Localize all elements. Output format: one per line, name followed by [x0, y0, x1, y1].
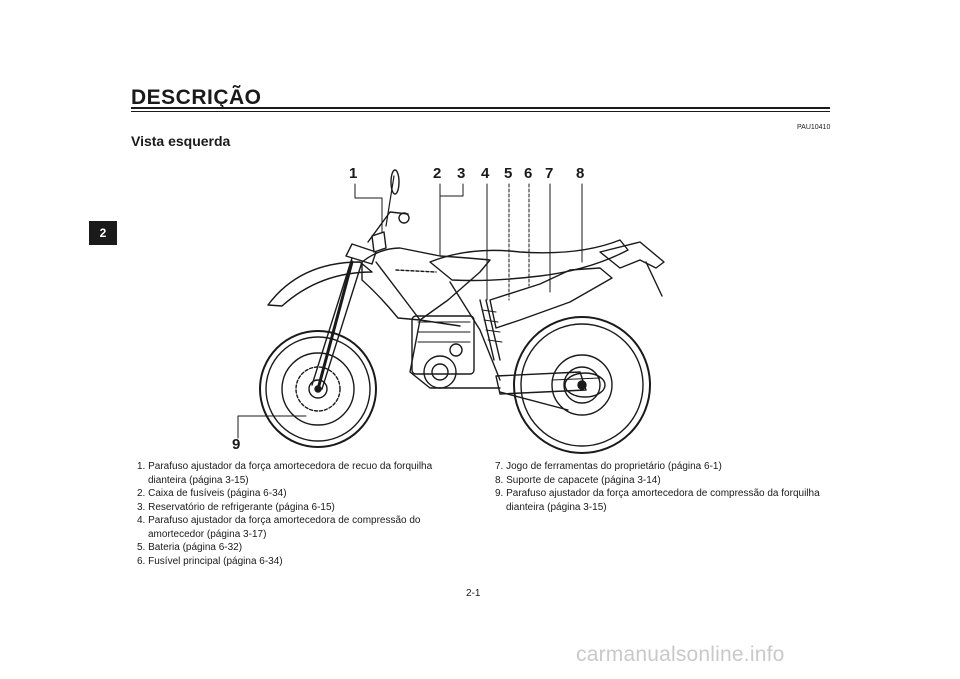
callout-leaders — [237, 183, 583, 439]
rear-shock — [479, 299, 503, 361]
callout-9: 9 — [232, 436, 241, 453]
fuel-tank-shroud — [361, 247, 491, 321]
callout-6: 6 — [524, 165, 533, 182]
chapter-tab: 2 — [89, 221, 117, 245]
section-subtitle: Vista esquerda — [131, 133, 231, 149]
swingarm — [495, 371, 587, 395]
motorcycle-diagram — [237, 169, 665, 454]
handlebar — [367, 169, 410, 253]
rear-fender — [599, 241, 665, 269]
callout-8: 8 — [576, 165, 585, 182]
rear-hub — [551, 372, 606, 398]
chain — [499, 391, 569, 411]
parts-list-item: 4. Parafuso ajustador da força amorteced… — [137, 515, 421, 540]
tail-bracket — [645, 261, 663, 297]
reference-code: PAU10410 — [797, 124, 831, 131]
seat — [429, 239, 629, 282]
parts-list-item: 1. Parafuso ajustador da força amorteced… — [137, 461, 433, 486]
parts-list-item: 6. Fusível principal (página 6-34) — [137, 555, 283, 567]
callout-5: 5 — [504, 165, 513, 182]
callout-3: 3 — [457, 165, 466, 182]
title-rule — [131, 107, 830, 109]
front-fender — [267, 261, 373, 307]
parts-list-item: 8. Suporte de capacete (página 3-14) — [495, 474, 661, 486]
parts-list-item: 7. Jogo de ferramentas do proprietário (… — [495, 461, 722, 472]
rear-wheel — [513, 316, 651, 454]
parts-list-left: 1. Parafuso ajustador da força amorteced… — [137, 460, 467, 568]
parts-list-right: 7. Jogo de ferramentas do proprietário (… — [495, 460, 825, 514]
engine — [411, 315, 475, 389]
callout-2: 2 — [433, 165, 442, 182]
callout-1: 1 — [349, 165, 358, 182]
parts-list-item: 3. Reservatório de refrigerante (página … — [137, 501, 335, 513]
title-rule-thin — [131, 111, 830, 112]
page-number: 2-1 — [466, 588, 481, 599]
parts-list-item: 2. Caixa de fusíveis (página 6-34) — [137, 488, 287, 499]
callout-7: 7 — [545, 165, 554, 182]
watermark: carmanualsonline.info — [576, 643, 785, 666]
frame — [375, 261, 501, 389]
parts-list-item: 9. Parafuso ajustador da força amorteced… — [495, 488, 820, 513]
page-title: DESCRIÇÃO — [131, 86, 262, 109]
parts-list-item: 5. Bateria (página 6-32) — [137, 542, 243, 553]
callout-4: 4 — [481, 165, 490, 182]
